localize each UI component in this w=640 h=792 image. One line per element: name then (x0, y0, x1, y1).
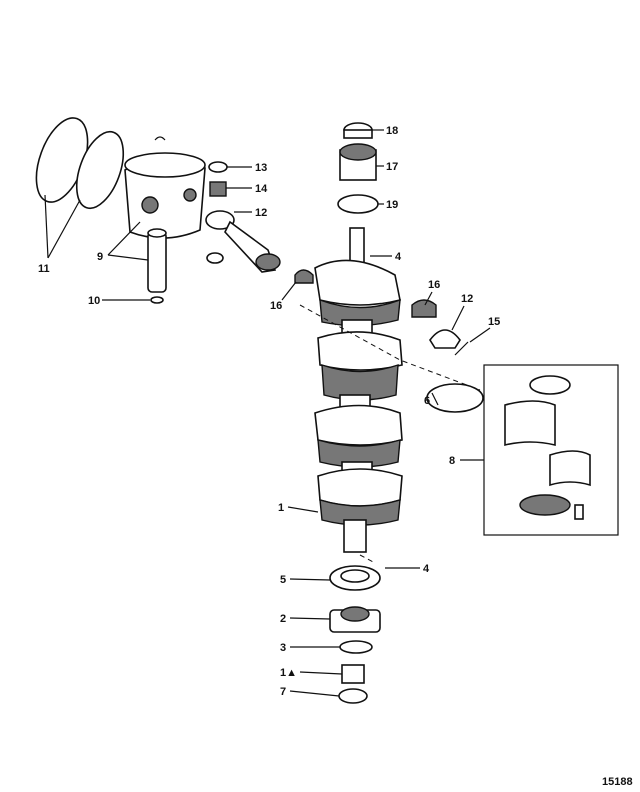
callout-4-lower: 4 (423, 563, 430, 575)
callout-7: 7 (280, 686, 286, 698)
callout-18: 18 (386, 125, 398, 137)
callout-12-cap: 12 (461, 293, 473, 305)
figure-number: 15188 (602, 776, 633, 788)
callout-3: 3 (280, 642, 286, 654)
piston (124, 136, 206, 239)
callout-2: 2 (280, 613, 286, 625)
callout-4: 4 (395, 251, 402, 263)
callout-14: 14 (255, 183, 268, 195)
connecting-rod (205, 161, 314, 284)
top-bearings (337, 122, 379, 214)
piston-rings (35, 117, 125, 210)
callout-6: 6 (424, 395, 430, 407)
callout-10: 10 (88, 295, 100, 307)
crankshaft (299, 227, 484, 553)
callout-16: 16 (270, 300, 282, 312)
callout-12: 12 (255, 207, 267, 219)
callout-1: 1 (278, 502, 284, 514)
callout-17: 17 (386, 161, 398, 173)
bottom-bearings (329, 554, 381, 704)
rod-cap (411, 299, 469, 356)
callout-19: 19 (386, 199, 398, 211)
callout-11: 11 (38, 263, 50, 275)
bearing-kit-box (483, 364, 619, 536)
leader-lines (44, 129, 491, 697)
callout-15: 15 (488, 316, 500, 328)
callout-5: 5 (280, 574, 286, 586)
callout-1a: 1▲ (280, 667, 297, 679)
callout-8: 8 (449, 455, 455, 467)
piston-pin (147, 228, 167, 304)
callout-13: 13 (255, 162, 267, 174)
callout-9: 9 (97, 251, 103, 263)
callout-16-cap: 16 (428, 279, 440, 291)
